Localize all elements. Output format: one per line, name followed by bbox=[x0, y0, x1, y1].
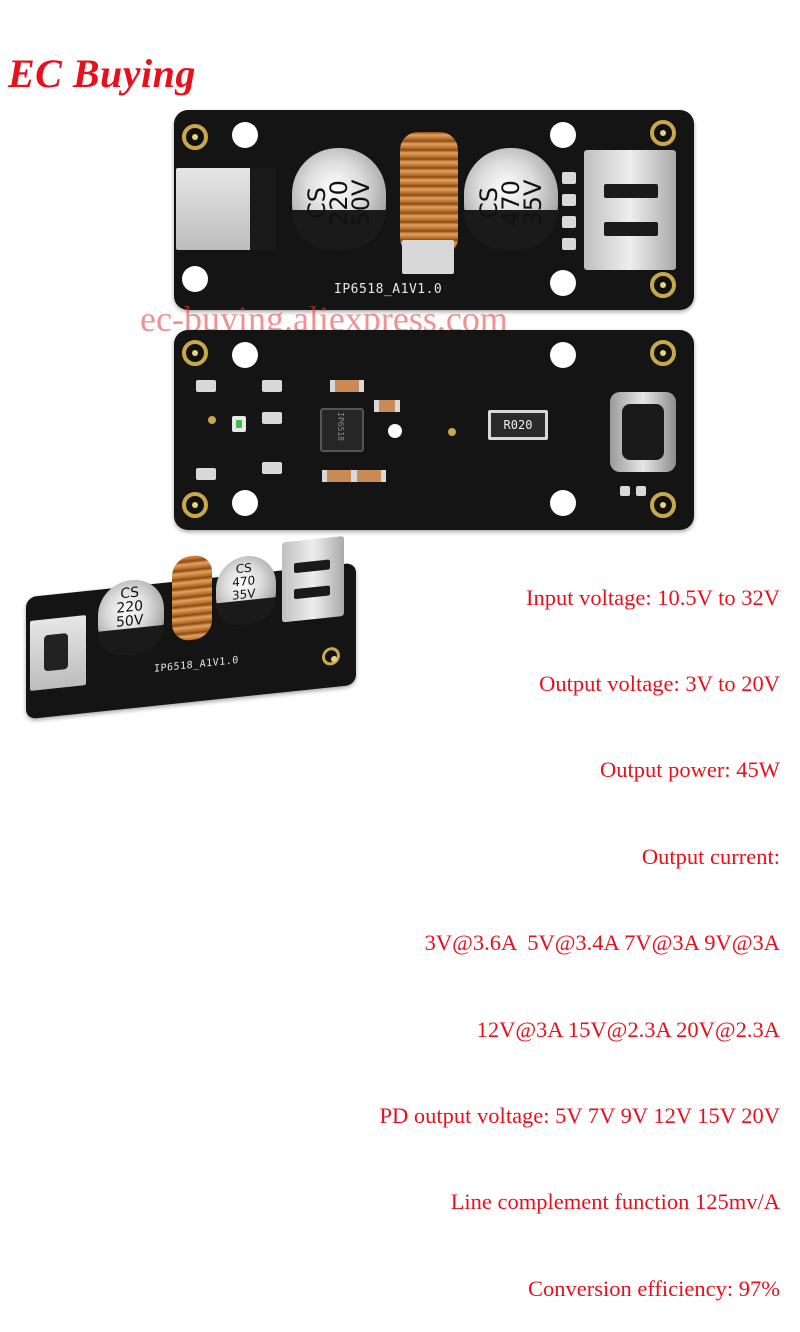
silkscreen-label: IP6518_A1V1.0 bbox=[154, 654, 239, 675]
mounting-ring bbox=[650, 492, 676, 518]
mounting-ring bbox=[182, 492, 208, 518]
spec-line: 12V@3A 15V@2.3A 20V@2.3A bbox=[476, 1016, 780, 1042]
spec-line: Input voltage: 10.5V to 32V bbox=[526, 584, 780, 610]
smd-capacitor bbox=[330, 380, 364, 392]
smd-pad bbox=[262, 462, 282, 474]
spec-line: Conversion efficiency: 97% bbox=[527, 1275, 780, 1301]
smd-capacitor bbox=[352, 470, 386, 482]
status-led bbox=[232, 416, 246, 432]
smd-capacitor bbox=[374, 400, 400, 412]
usb-a-port bbox=[584, 150, 676, 270]
mounting-ring bbox=[650, 340, 676, 366]
brand-logo: EC Buying bbox=[8, 51, 196, 96]
usb-pin-pad bbox=[562, 172, 576, 184]
usb-pin-pad bbox=[562, 238, 576, 250]
electrolytic-capacitor-470uf: CS 470 35V bbox=[216, 553, 276, 628]
inductor-pad bbox=[402, 240, 454, 274]
mounting-ring bbox=[650, 272, 676, 298]
pcb-board-perspective: CS 220 50V CS 470 35V IP6518_A1V1.0 bbox=[26, 535, 356, 720]
pcb-board-bottom: IP6518 R020 bbox=[174, 330, 694, 530]
sense-resistor: R020 bbox=[488, 410, 548, 440]
spec-line: Output power: 45W bbox=[600, 757, 780, 783]
usb-pin-pad bbox=[562, 194, 576, 206]
smd-pad bbox=[262, 412, 282, 424]
via-large bbox=[388, 424, 402, 438]
smd-pad bbox=[196, 468, 216, 480]
mounting-hole bbox=[550, 342, 576, 368]
mounting-hole bbox=[550, 270, 576, 296]
mounting-hole bbox=[232, 490, 258, 516]
mounting-hole bbox=[232, 122, 258, 148]
mounting-ring bbox=[650, 120, 676, 146]
ip6518-chip: IP6518 bbox=[320, 408, 364, 452]
smd-pad bbox=[262, 380, 282, 392]
electrolytic-capacitor-220uf: CS 220 50V bbox=[292, 148, 386, 250]
usb-c-port bbox=[610, 392, 676, 472]
smd-pad bbox=[636, 486, 646, 496]
toroid-inductor bbox=[172, 553, 212, 642]
specifications-list: Input voltage: 10.5V to 32V Output volta… bbox=[380, 526, 780, 1332]
via bbox=[448, 428, 456, 436]
spec-line: Line complement function 125mv/A bbox=[450, 1189, 780, 1215]
mounting-hole bbox=[182, 266, 208, 292]
electrolytic-capacitor-470uf: CS 470 35V bbox=[464, 148, 558, 250]
mounting-hole bbox=[550, 122, 576, 148]
usb-a-port bbox=[282, 535, 344, 623]
silkscreen-label: IP6518_A1V1.0 bbox=[334, 282, 443, 297]
smd-pad bbox=[196, 380, 216, 392]
dc-input-jack bbox=[176, 168, 276, 250]
via bbox=[208, 416, 216, 424]
spec-line: PD output voltage: 5V 7V 9V 12V 15V 20V bbox=[379, 1102, 780, 1128]
spec-line: 3V@3.6A 5V@3.4A 7V@3A 9V@3A bbox=[424, 930, 780, 956]
pcb-board-top: CS 220 50V CS 470 35V IP6518_A1V1.0 bbox=[174, 110, 694, 310]
toroid-inductor bbox=[400, 132, 458, 256]
mounting-ring bbox=[322, 646, 340, 667]
smd-pad bbox=[620, 486, 630, 496]
spec-line: Output current: bbox=[641, 843, 780, 869]
mounting-hole bbox=[232, 342, 258, 368]
smd-capacitor bbox=[322, 470, 356, 482]
dc-input-jack bbox=[30, 615, 86, 691]
mounting-ring bbox=[182, 124, 208, 150]
electrolytic-capacitor-220uf: CS 220 50V bbox=[98, 576, 164, 658]
mounting-ring bbox=[182, 340, 208, 366]
spec-line: Output voltage: 3V to 20V bbox=[539, 670, 780, 696]
usb-pin-pad bbox=[562, 216, 576, 228]
mounting-hole bbox=[550, 490, 576, 516]
